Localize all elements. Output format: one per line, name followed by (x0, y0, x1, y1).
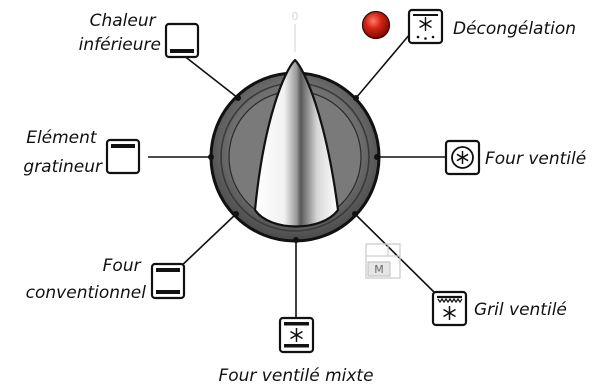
dial-position-dots (208, 95, 380, 243)
memory-badge-letter: M (374, 263, 384, 276)
label-fan-grill: Gril ventilé (474, 300, 567, 320)
conventional-oven-icon (150, 262, 186, 300)
dial-knob-pointer[interactable] (253, 58, 340, 228)
selector-dial[interactable] (208, 58, 381, 243)
zero-mark: 0 (292, 10, 299, 23)
fan-icon (444, 139, 481, 176)
defrost-icon (407, 8, 444, 45)
label-top-element: Elément gratineur (23, 128, 103, 177)
label-fan-oven: Four ventilé (485, 149, 586, 169)
label-fan-mixed: Four ventilé mixte (218, 366, 373, 386)
bottom-heat-icon (164, 22, 200, 59)
label-conventional: Four conventionnel (26, 256, 147, 303)
top-element-icon (105, 138, 141, 175)
label-defrost: Décongélation (453, 19, 576, 39)
indicator-light (361, 10, 391, 40)
fan-mixed-icon (278, 316, 315, 354)
memory-badge: M (365, 243, 401, 279)
label-bottom-heat: Chaleur inférieure (79, 11, 161, 55)
leader-lines (148, 33, 446, 318)
fan-grill-icon (431, 290, 468, 327)
